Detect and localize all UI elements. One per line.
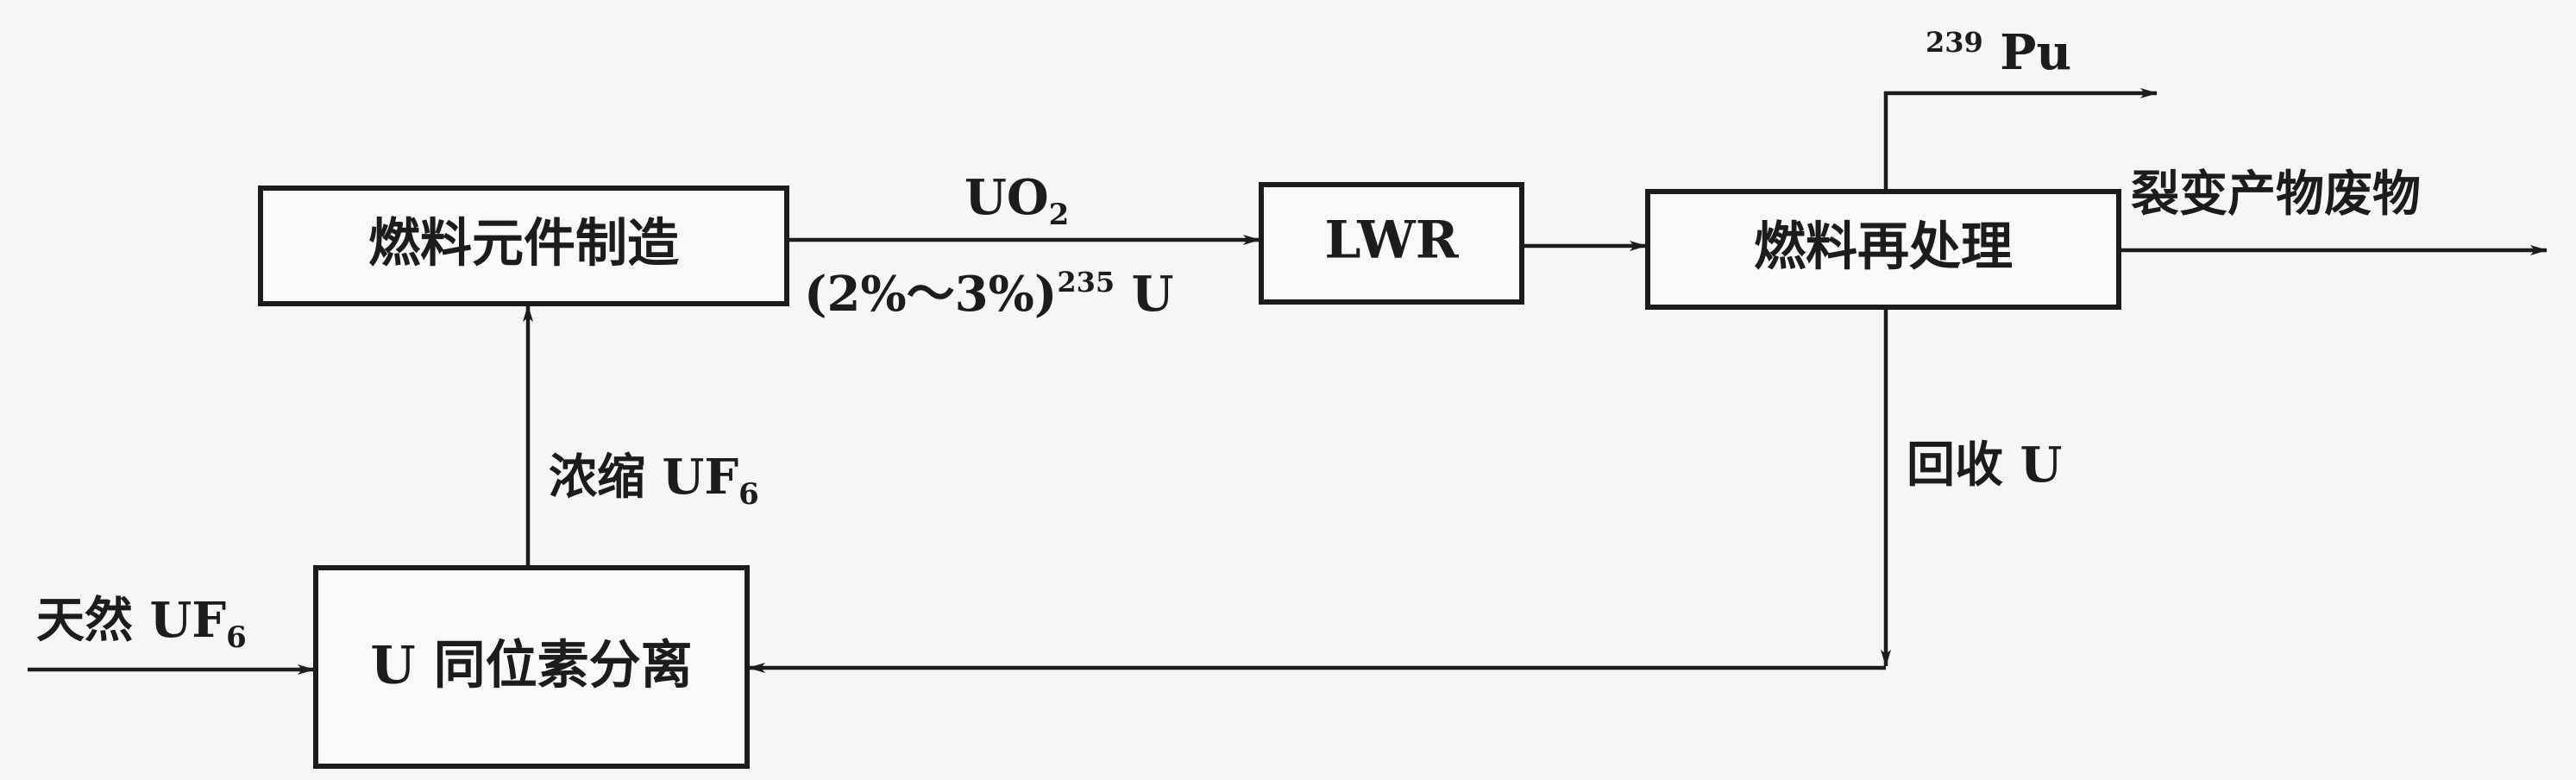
fuel-fabrication-label: 燃料元件制造 [368, 214, 679, 274]
enrichment-prefix: (2%～3%) [804, 266, 1057, 323]
uo2-main: UO [964, 169, 1049, 226]
pu-main: Pu [1983, 24, 2071, 81]
natural-uf6-label: 天然 UF6 [36, 592, 247, 655]
enriched-uf6-label: 浓缩 UF6 [549, 449, 759, 512]
lwr-label: LWR [1324, 211, 1459, 271]
pu-label: 239 Pu [1926, 24, 2071, 81]
uo2-label: UO2 [964, 169, 1069, 232]
enriched-uf6-main: 浓缩 UF [549, 449, 738, 506]
natural-uf6-main: 天然 UF [36, 592, 226, 649]
recovered-u-label: 回收 U [1907, 437, 2062, 494]
lwr-node: LWR [1259, 182, 1524, 305]
enrichment-suffix: U [1115, 266, 1173, 323]
natural-uf6-subscript: 6 [226, 620, 247, 655]
enrichment-superscript: 235 [1057, 266, 1115, 299]
reprocessing-label: 燃料再处理 [1754, 217, 2013, 278]
isotope-separation-node: U 同位素分离 [313, 565, 750, 769]
uo2-subscript: 2 [1049, 198, 1070, 232]
reprocessing-node: 燃料再处理 [1645, 189, 2121, 310]
arrow-pu-output [1883, 88, 2158, 192]
isotope-separation-label: U 同位素分离 [370, 636, 692, 696]
enrichment-label: (2%～3%)235 U [804, 266, 1173, 323]
pu-superscript: 239 [1926, 26, 1983, 59]
enriched-uf6-subscript: 6 [738, 477, 759, 512]
fuel-fabrication-node: 燃料元件制造 [258, 186, 789, 306]
waste-label: 裂变产物废物 [2131, 166, 2421, 223]
